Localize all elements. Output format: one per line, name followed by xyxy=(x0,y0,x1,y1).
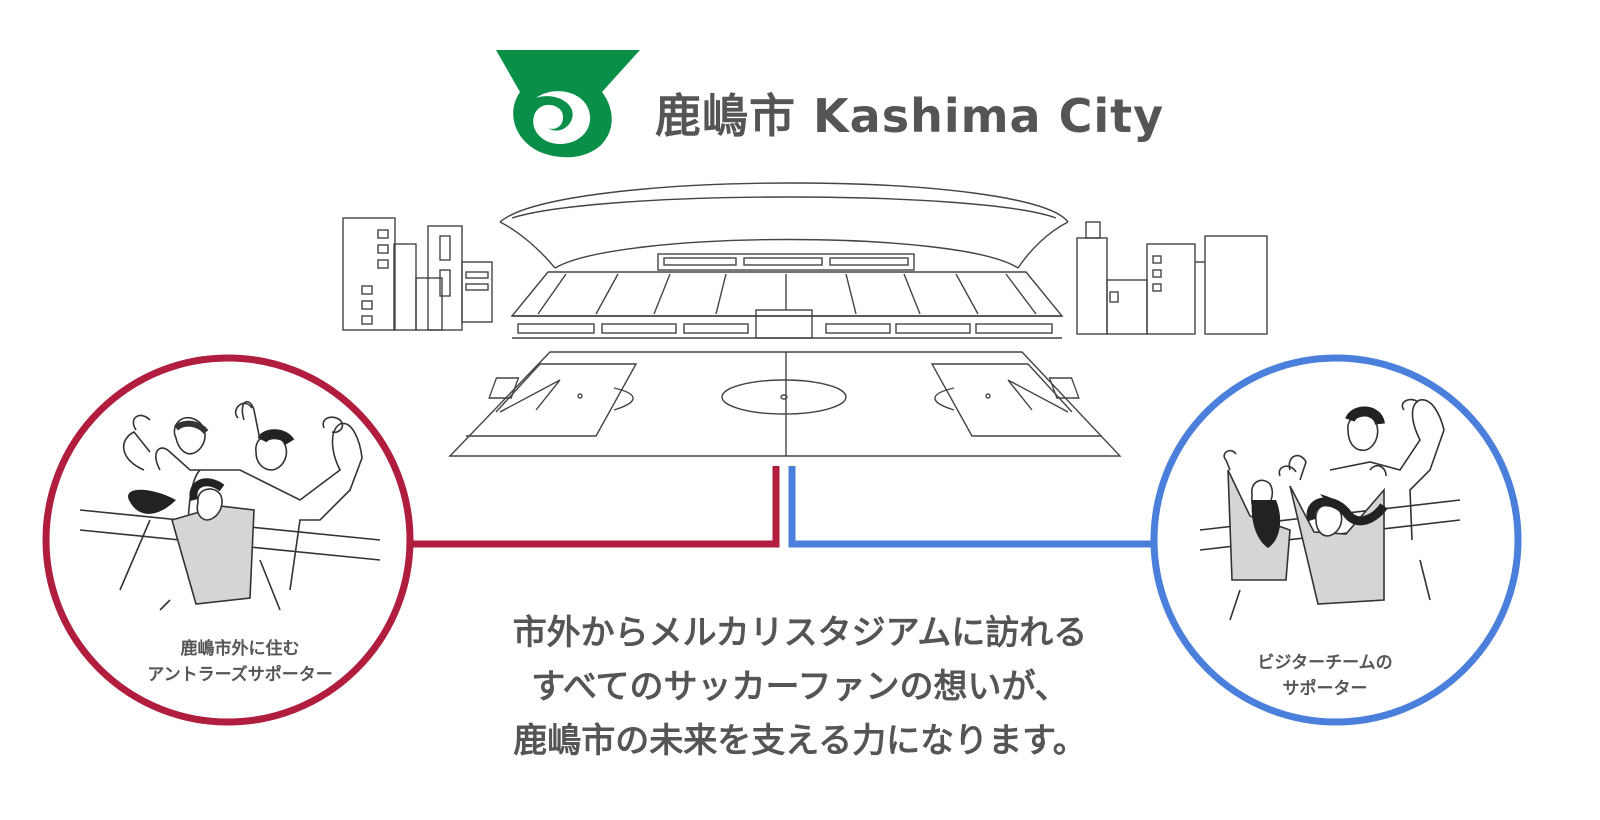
home-fans-illustration xyxy=(79,400,381,611)
right-circle-caption: ビジターチームの サポーター xyxy=(1225,650,1425,702)
soccer-pitch xyxy=(448,351,1122,457)
caption-line: サポーター xyxy=(1282,679,1368,699)
left-circle-caption: 鹿嶋市外に住む アントラーズサポーター xyxy=(105,636,375,688)
message-line: すべてのサッカーファンの想いが、 xyxy=(531,667,1069,707)
right-buildings xyxy=(1076,221,1268,335)
right-connector-line xyxy=(788,466,1156,548)
message-line: 鹿嶋市の未来を支える力になります。 xyxy=(513,721,1087,761)
left-supporters-group xyxy=(42,354,414,726)
left-connector-line xyxy=(412,466,780,548)
caption-line: ビジターチームの xyxy=(1257,653,1393,673)
caption-line: 鹿嶋市外に住む xyxy=(180,639,300,659)
right-supporters-group xyxy=(1150,354,1522,726)
stadium-scene xyxy=(342,182,1268,457)
stadium xyxy=(499,182,1069,339)
main-message: 市外からメルカリスタジアムに訪れる すべてのサッカーファンの想いが、 鹿嶋市の未… xyxy=(400,606,1200,768)
caption-line: アントラーズサポーター xyxy=(147,665,333,685)
left-buildings xyxy=(342,217,493,331)
message-line: 市外からメルカリスタジアムに訪れる xyxy=(512,613,1088,653)
city-emblem xyxy=(496,50,640,158)
city-name-logo: 鹿嶋市 Kashima City xyxy=(655,89,1165,143)
